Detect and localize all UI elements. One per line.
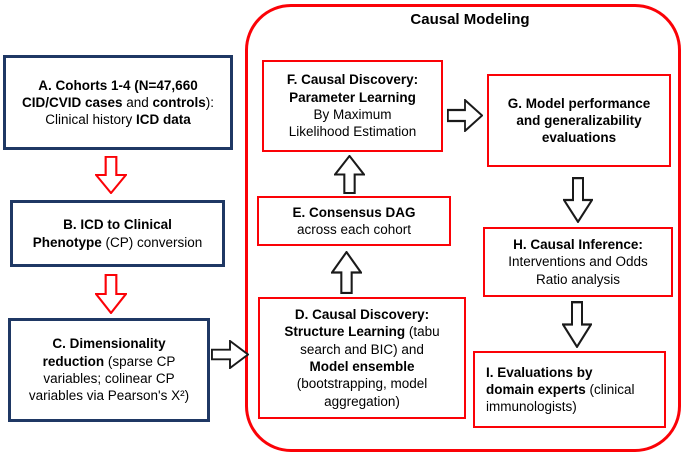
box-e-text: E. Consensus DAG across each cohort — [292, 204, 416, 237]
arrow-a-to-b-down-icon — [95, 156, 127, 194]
arrow-f-to-g-right-icon — [447, 99, 483, 132]
arrow-c-to-d-right-icon — [211, 340, 249, 369]
box-g-model-performance: G. Model performance and generalizabilit… — [487, 74, 671, 167]
box-g-text: G. Model performance and generalizabilit… — [507, 95, 651, 146]
causal-modeling-container — [245, 4, 681, 452]
box-e-consensus-dag: E. Consensus DAG across each cohort — [257, 196, 451, 246]
box-d-text: D. Causal Discovery: Structure Learning … — [284, 307, 440, 409]
box-c-dimensionality-reduction: C. Dimensionality reduction (sparse CP v… — [8, 318, 210, 422]
arrow-b-to-c-down-icon — [95, 274, 127, 314]
box-h-causal-inference: H. Causal Inference: Interventions and O… — [483, 227, 673, 297]
arrow-g-to-h-down-icon — [563, 177, 593, 223]
box-f-parameter-learning: F. Causal Discovery: Parameter Learning … — [262, 60, 443, 152]
box-f-text: F. Causal Discovery: Parameter Learning … — [286, 72, 419, 140]
causal-modeling-title: Causal Modeling — [410, 11, 530, 28]
box-a-text: A. Cohorts 1-4 (N=47,660 CID/CVID cases … — [21, 77, 215, 128]
box-h-text: H. Causal Inference: Interventions and O… — [508, 237, 648, 287]
box-a-cohorts: A. Cohorts 1-4 (N=47,660 CID/CVID cases … — [3, 55, 233, 150]
arrow-d-to-e-up-icon — [331, 251, 362, 294]
box-i-domain-experts: I. Evaluations by domain experts (clinic… — [473, 351, 666, 428]
box-b-icd-to-cp: B. ICD to Clinical Phenotype (CP) conver… — [10, 200, 225, 267]
box-d-structure-learning: D. Causal Discovery: Structure Learning … — [258, 297, 466, 419]
arrow-h-to-i-down-icon — [562, 301, 592, 348]
box-b-text: B. ICD to Clinical Phenotype (CP) conver… — [32, 217, 203, 250]
arrow-e-to-f-up-icon — [334, 155, 365, 194]
box-i-text: I. Evaluations by domain experts (clinic… — [486, 364, 635, 415]
box-c-text: C. Dimensionality reduction (sparse CP v… — [28, 336, 190, 404]
